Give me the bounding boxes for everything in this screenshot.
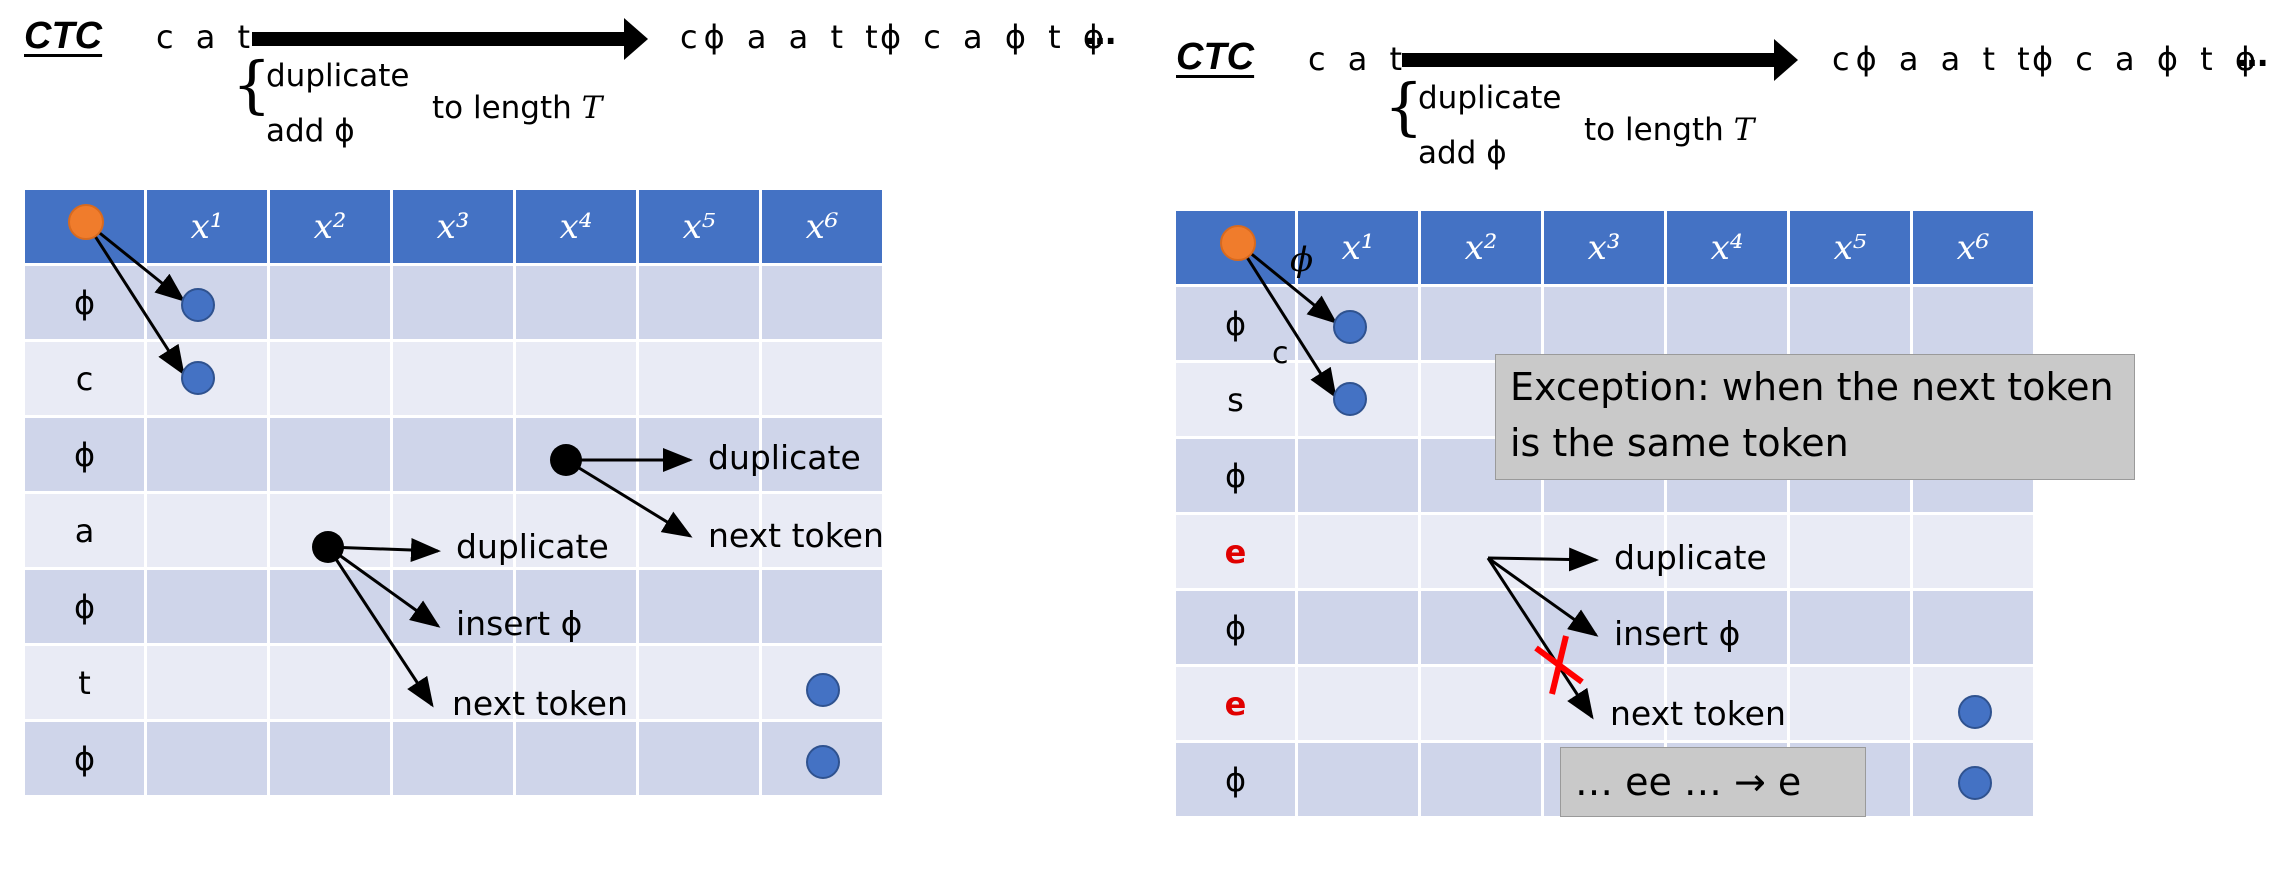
output-sequence-1: cϕ a a t t — [680, 18, 884, 56]
brace-line-duplicate-right: duplicate — [1418, 80, 1562, 116]
label-duplicate-upper: duplicate — [708, 438, 861, 477]
node-c — [181, 361, 215, 395]
node-phi-right — [1333, 310, 1367, 344]
row-label: ϕ — [25, 266, 144, 339]
table-row: ϕ — [25, 570, 882, 643]
arrow-start-to-phi-right — [1237, 241, 1338, 324]
node-phi — [181, 288, 215, 322]
output-sequence-2: ϕ c a ϕ t ϕ — [880, 18, 1110, 56]
row-label: ϕ — [1176, 743, 1295, 816]
arrow-label-c: c — [1272, 336, 1289, 371]
cross-mark — [1534, 635, 1584, 695]
output-sequence-1-right: cϕ a a t t — [1832, 40, 2036, 78]
row-label: c — [25, 342, 144, 415]
arrow-insert-lower — [327, 545, 441, 628]
table-row: c — [25, 342, 882, 415]
label-next-token-right: next token — [1610, 694, 1786, 733]
black-node-lower — [312, 531, 344, 563]
brace: { — [232, 48, 272, 121]
output-sequence-2-right: ϕ c a ϕ t ϕ — [2032, 40, 2262, 78]
table-row: ϕ — [25, 722, 882, 795]
col-header: x⁴ — [516, 190, 636, 263]
arrow-next-upper — [565, 458, 693, 538]
arrow-insert-right — [1487, 556, 1599, 637]
col-header: x⁶ — [762, 190, 882, 263]
col-header: x² — [1421, 211, 1541, 284]
label-duplicate-right: duplicate — [1614, 538, 1767, 577]
row-label: a — [25, 494, 144, 567]
arrow-label-phi: ϕ — [1290, 240, 1314, 280]
row-label-highlight: e — [1176, 515, 1295, 588]
label-insert-phi-right: insert ϕ — [1614, 614, 1741, 653]
row-label: ϕ — [1176, 439, 1295, 512]
end-node-phi — [806, 745, 840, 779]
brace-right: { — [1384, 70, 1424, 143]
col-header: x⁴ — [1667, 211, 1787, 284]
start-node-right — [1220, 225, 1256, 261]
arrow-next-lower — [326, 546, 434, 708]
ctc-title-right: CTC — [1176, 36, 1255, 78]
left-transition-overlay — [68, 204, 840, 779]
col-header: x¹ — [147, 190, 267, 263]
arrow-start-to-phi — [85, 220, 186, 302]
col-header: x⁵ — [639, 190, 759, 263]
end-node-phi-right — [1958, 766, 1992, 800]
table-row: ϕ — [25, 266, 882, 339]
label-next-token-lower: next token — [452, 684, 628, 723]
arrow-start-to-s-right — [1236, 242, 1337, 399]
start-node — [68, 204, 104, 240]
col-header: x² — [270, 190, 390, 263]
input-sequence: c a t — [156, 18, 257, 56]
alignment-grid: x¹ x² x³ x⁴ x⁵ x⁶ ϕ c ϕ a ϕ t ϕ — [22, 187, 885, 798]
label-insert-phi-lower: insert ϕ — [456, 604, 583, 643]
table-row: e — [1176, 515, 2033, 588]
brace-line-duplicate: duplicate — [266, 58, 410, 94]
ellipsis: … — [1084, 14, 1122, 52]
merge-callout: … ee … → e — [1560, 747, 1866, 817]
table-row: ϕ — [1176, 591, 2033, 664]
col-header: x⁶ — [1913, 211, 2033, 284]
big-arrow — [252, 18, 648, 60]
arrow-duplicate-right — [1487, 547, 1599, 572]
end-node-e-right — [1958, 695, 1992, 729]
input-sequence-right: c a t — [1308, 40, 1409, 78]
brace-line-add-phi: add ϕ — [266, 113, 355, 149]
ellipsis-right: … — [2236, 36, 2274, 74]
col-header: x¹ — [1298, 211, 1418, 284]
arrow-next-right — [1486, 557, 1594, 720]
col-header: x³ — [393, 190, 513, 263]
ctc-title: CTC — [24, 15, 103, 57]
arrow-start-to-c — [84, 221, 185, 376]
row-label: ϕ — [25, 418, 144, 491]
node-s-right — [1333, 382, 1367, 416]
row-label: t — [25, 646, 144, 719]
arrow-duplicate-lower — [327, 538, 441, 563]
col-header: x³ — [1544, 211, 1664, 284]
to-length-label-right: to length T — [1584, 112, 1755, 148]
brace-line-add-phi-right: add ϕ — [1418, 135, 1507, 171]
end-node-t — [806, 673, 840, 707]
to-length-label: to length T — [432, 90, 603, 126]
left-panel: CTC c a t cϕ a a t t ϕ c a ϕ t ϕ … { dup… — [22, 14, 1122, 798]
label-duplicate-lower: duplicate — [456, 527, 609, 566]
exception-callout: Exception: when the next token is the sa… — [1495, 354, 2135, 480]
row-label: ϕ — [1176, 591, 1295, 664]
row-label: ϕ — [25, 570, 144, 643]
row-label: ϕ — [25, 722, 144, 795]
black-node-upper — [550, 444, 582, 476]
row-label-highlight: e — [1176, 667, 1295, 740]
label-next-token-upper: next token — [708, 516, 884, 555]
row-label: s — [1176, 363, 1295, 436]
table-row: ϕ — [25, 418, 882, 491]
col-header: x⁵ — [1790, 211, 1910, 284]
